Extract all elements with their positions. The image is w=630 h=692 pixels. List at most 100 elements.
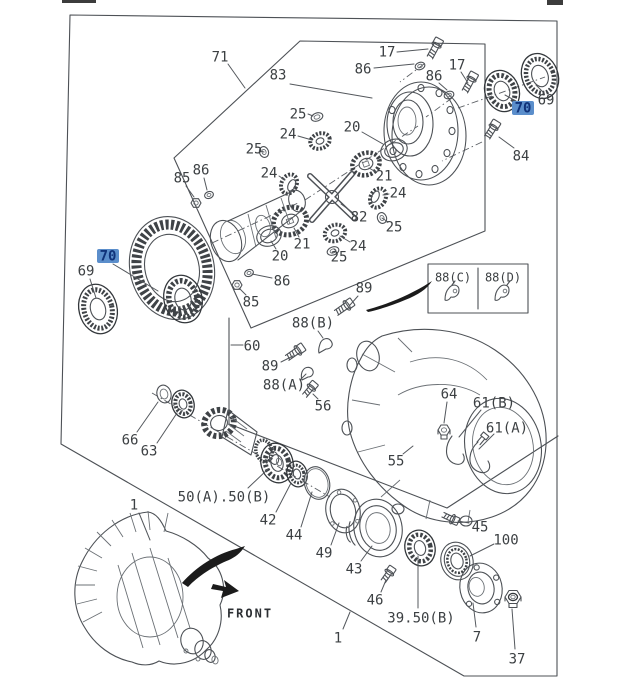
nut-64 xyxy=(437,424,451,440)
part-label-49: 49 xyxy=(316,546,333,562)
leader-line-61b xyxy=(458,409,482,438)
leader-line-20 xyxy=(361,131,384,145)
leader-line-88a xyxy=(299,373,307,381)
washer-86-upper xyxy=(414,61,426,71)
spacer-20-right xyxy=(380,138,408,162)
leader-line-1 xyxy=(138,512,151,541)
leader-line-24 xyxy=(278,175,286,181)
part-label-39-50-b-: 39.50(B) xyxy=(387,611,454,627)
part-label-60: 60 xyxy=(244,339,261,355)
leader-line-49 xyxy=(330,522,340,546)
highlighted-part-badge-70[interactable] xyxy=(97,249,119,263)
part-label-25: 25 xyxy=(331,250,348,266)
swoosh-arrow-front xyxy=(182,546,245,587)
leader-line-21 xyxy=(368,167,377,173)
part-label-21: 21 xyxy=(294,237,311,253)
washer-86-lower xyxy=(443,90,455,100)
leader-line-71 xyxy=(227,63,246,89)
leader-line-44 xyxy=(300,491,313,528)
leader-line-61a xyxy=(478,433,495,450)
part-label-43: 43 xyxy=(346,562,363,578)
part-label-88-d-: 88(D) xyxy=(485,271,521,285)
part-label-86: 86 xyxy=(355,62,372,78)
leader-line-24 xyxy=(382,193,390,196)
part-label-71: 71 xyxy=(212,50,229,66)
part-label-25: 25 xyxy=(246,142,263,158)
leader-line-70 xyxy=(112,263,159,292)
leader-line-42 xyxy=(275,482,292,513)
thrust-washers-25 xyxy=(258,112,388,256)
leader-line-46 xyxy=(380,579,387,593)
part-label-83: 83 xyxy=(270,68,287,84)
part-label-50-a-50-b-: 50(A).50(B) xyxy=(178,490,271,506)
front-direction-arrow xyxy=(211,580,239,598)
screen-edge-artifact-left xyxy=(62,0,96,3)
part-label-55: 55 xyxy=(388,454,405,470)
part-label-61-a-: 61(A) xyxy=(486,421,528,437)
washer-86-mid xyxy=(244,268,254,278)
leader-line-83 xyxy=(289,83,373,99)
bearing-50 xyxy=(260,442,294,484)
bolt-89-upper xyxy=(333,297,356,316)
part-label-89: 89 xyxy=(356,281,373,297)
part-label-64: 64 xyxy=(441,387,458,403)
part-label-17: 17 xyxy=(379,45,396,61)
leader-line-1 xyxy=(342,611,351,630)
part-label-20: 20 xyxy=(272,249,289,265)
pinion-gear-24-bottom xyxy=(322,222,348,244)
part-label-86: 86 xyxy=(193,163,210,179)
part-label-1: 1 xyxy=(334,631,342,647)
nut-85-upper xyxy=(190,198,202,208)
part-label-66: 66 xyxy=(122,433,139,449)
leader-line-43 xyxy=(360,545,373,562)
leader-line-69 xyxy=(535,84,544,93)
screen-edge-artifact-right xyxy=(547,0,563,5)
part-label-85: 85 xyxy=(174,171,191,187)
carrier-housing-55 xyxy=(341,328,547,527)
part-label-61-b-: 61(B) xyxy=(473,396,515,412)
clip-88A xyxy=(300,366,314,381)
leader-line-25 xyxy=(259,150,265,153)
part-label-7: 7 xyxy=(473,630,481,646)
outer-frame xyxy=(60,14,558,677)
part-label-56: 56 xyxy=(315,399,332,415)
leader-line-25 xyxy=(381,217,389,223)
part-label-89: 89 xyxy=(262,359,279,375)
leader-line-86 xyxy=(438,82,448,91)
bearing-39-50B xyxy=(404,529,436,567)
subassembly-box-83 xyxy=(173,40,486,329)
diff-case xyxy=(209,189,306,263)
leader-line-17 xyxy=(460,71,469,84)
part-label-86: 86 xyxy=(426,69,443,85)
cover-43 xyxy=(345,498,403,558)
seal-69-left xyxy=(77,283,119,335)
part-label-25: 25 xyxy=(386,220,403,236)
hook-61B xyxy=(445,435,465,465)
bolt-84 xyxy=(484,118,502,140)
part-label-100: 100 xyxy=(493,533,518,549)
highlighted-part-badge-70[interactable] xyxy=(512,101,534,115)
hub-assembly-83 xyxy=(383,81,467,186)
bolt-56 xyxy=(302,379,319,398)
part-label-70[interactable]: 70 xyxy=(100,249,117,265)
leader-line-100 xyxy=(469,543,495,557)
part-label-88-c-: 88(C) xyxy=(435,271,471,285)
nut-37 xyxy=(504,589,522,609)
part-label-21: 21 xyxy=(376,169,393,185)
part-label-17: 17 xyxy=(449,58,466,74)
bolt-89-lower xyxy=(284,342,307,361)
leader-line-21 xyxy=(293,227,300,238)
leader-line-17 xyxy=(396,48,429,53)
ring-66 xyxy=(156,384,172,404)
bolt-17-lower xyxy=(461,70,479,94)
part-label-46: 46 xyxy=(367,593,384,609)
clip-88B xyxy=(318,338,333,354)
leader-line-85 xyxy=(238,287,247,296)
leader-line-86 xyxy=(373,63,415,69)
part-label-85: 85 xyxy=(243,295,260,311)
part-label-44: 44 xyxy=(286,528,303,544)
part-label-70[interactable]: 70 xyxy=(515,101,532,117)
leader-line-69 xyxy=(89,278,97,299)
